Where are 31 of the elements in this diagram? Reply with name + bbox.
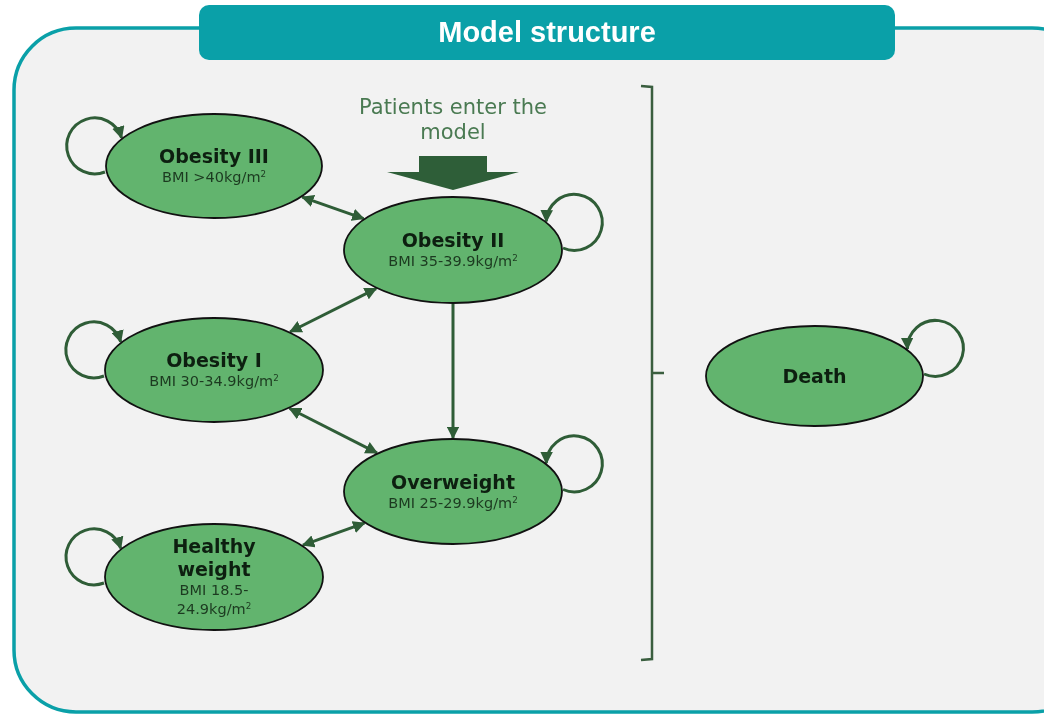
state-ellipse [104,523,324,631]
double-arrow [301,521,366,548]
self-loop-arrow [541,192,604,252]
entry-label: Patients enter the model [358,95,548,145]
state-ellipse [105,113,323,219]
diagram-title: Model structure [199,5,895,60]
self-loop-arrow [64,320,123,380]
self-loop-arrow [901,318,965,378]
state-name: Death [782,364,847,388]
bmi-range: BMI 35-39.9kg/m$^{2}$ [388,252,518,271]
double-arrow [289,287,378,334]
state-name: Obesity III [159,145,269,168]
state-ellipse [343,196,563,304]
state-name: Obesity I [166,349,262,372]
state-ellipse [343,438,563,545]
self-loop-arrow [64,527,123,587]
self-loop-arrow [541,434,604,494]
bmi-range: BMI >40kg/m$^{2}$ [161,168,267,187]
double-arrow [301,194,365,221]
arrow [446,304,460,440]
self-loop-arrow [65,116,124,176]
state-ellipse [705,325,924,427]
double-arrow [288,407,379,455]
state-name: Obesity II [401,229,505,252]
block-arrow [387,156,519,190]
state-ellipse [104,317,324,423]
bmi-range: BMI 18.5-24.9kg/m$^{2}$ [175,581,253,619]
state-name: Healthy weight [171,535,257,581]
state-name: Overweight [391,470,515,494]
bmi-range: BMI 25-29.9kg/m$^{2}$ [388,493,518,513]
bmi-range: BMI 30-34.9kg/m$^{2}$ [149,372,279,391]
